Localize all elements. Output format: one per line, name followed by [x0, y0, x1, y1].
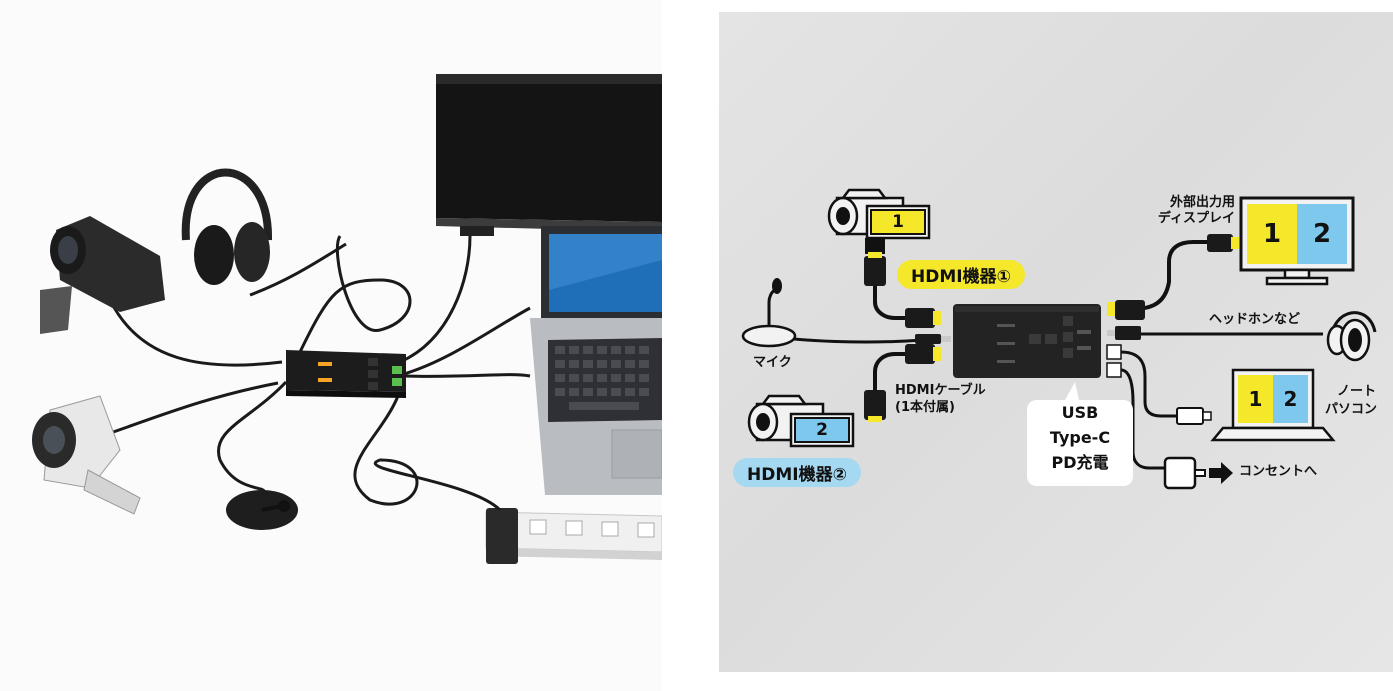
camcorder-2	[32, 395, 141, 515]
switcher-box	[286, 350, 406, 398]
usb-label-line1: USB	[1061, 403, 1099, 422]
product-photo	[0, 0, 662, 691]
headphones	[181, 168, 273, 285]
camera-2-number: 2	[816, 420, 828, 440]
laptop-icon	[1210, 368, 1336, 442]
diagram-graphics	[741, 188, 1377, 490]
monitor	[436, 74, 662, 236]
connection-diagram: 1 2 1 2 1 2 HDMI機器① HDMI機器② マイク HDMIケーブル…	[719, 12, 1393, 672]
external-display-icon	[1239, 196, 1355, 286]
usb-label-line2: Type-C	[1049, 428, 1111, 447]
ext-display-label-line2: ディスプレイ	[1157, 211, 1235, 226]
laptop-label-line2: パソコン	[1325, 402, 1378, 417]
laptop-left-number: 1	[1248, 387, 1263, 411]
hdmi-cable-label-line1: HDMIケーブル	[895, 383, 986, 398]
microphone	[226, 490, 298, 530]
camcorder-2-icon	[747, 394, 855, 448]
power-strip	[485, 508, 662, 564]
usb-label-line3: PD充電	[1051, 453, 1109, 472]
hdmi-cable-label-line2: (1本付属)	[895, 400, 955, 415]
ext-display-label-line1: 外部出力用	[1169, 195, 1235, 210]
camcorder-1	[40, 216, 165, 334]
photo-cables	[89, 235, 531, 512]
laptop-right-number: 2	[1283, 387, 1298, 411]
display-right-number: 2	[1312, 219, 1332, 249]
laptop	[530, 226, 662, 495]
outlet-label: コンセントへ	[1239, 464, 1318, 479]
hdmi-device-1-label: HDMI機器①	[897, 260, 1025, 289]
display-left-number: 1	[1262, 219, 1282, 249]
hdmi-plugs	[864, 234, 1239, 425]
headphones-icon	[1326, 311, 1377, 362]
laptop-label-line1: ノート	[1337, 384, 1377, 399]
hdmi-device-2-label: HDMI機器②	[733, 458, 861, 487]
mic-label: マイク	[753, 355, 792, 370]
camera-1-number: 1	[892, 212, 904, 232]
outlet-adapter-icon	[1163, 456, 1233, 490]
switcher-box-icon	[953, 304, 1101, 378]
headphones-label: ヘッドホンなど	[1209, 312, 1301, 327]
camcorder-1-icon	[827, 188, 931, 254]
microphone-icon	[741, 278, 797, 348]
photo-illustration	[32, 74, 662, 564]
usb-callout	[1027, 382, 1133, 486]
